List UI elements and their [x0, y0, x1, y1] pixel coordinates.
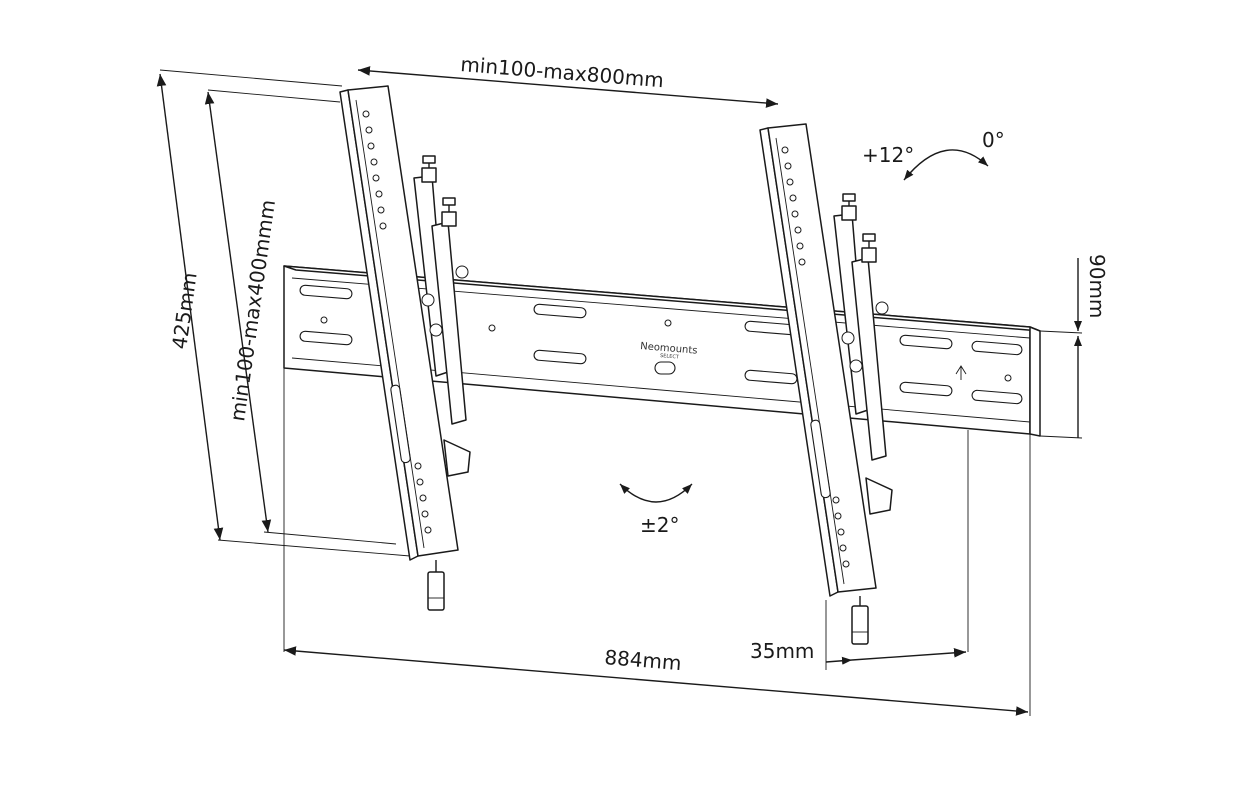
left-arm-holes — [362, 110, 432, 534]
plate-height-label: 90mm — [1085, 254, 1109, 318]
brand-sub-label: SELECT — [660, 353, 680, 361]
vesa-height-label: min100-max400mmm — [225, 198, 280, 422]
total-width-label: 884mm — [604, 645, 683, 675]
brand-label: Neomounts — [640, 341, 698, 357]
level-adjust-label: ±2° — [640, 513, 679, 537]
total-height-label: 425mm — [167, 271, 202, 351]
dimension-lines — [156, 66, 1083, 716]
wall-depth-label: 35mm — [750, 639, 814, 663]
level-adjust-arrow — [619, 483, 693, 503]
tilt-arrow — [903, 149, 989, 181]
right-arm-holes — [781, 146, 850, 568]
right-vesa-arm — [759, 123, 893, 645]
left-vesa-arm — [339, 85, 471, 611]
tilt-min-label: 0° — [982, 128, 1005, 152]
tilt-max-label: +12° — [862, 143, 914, 167]
